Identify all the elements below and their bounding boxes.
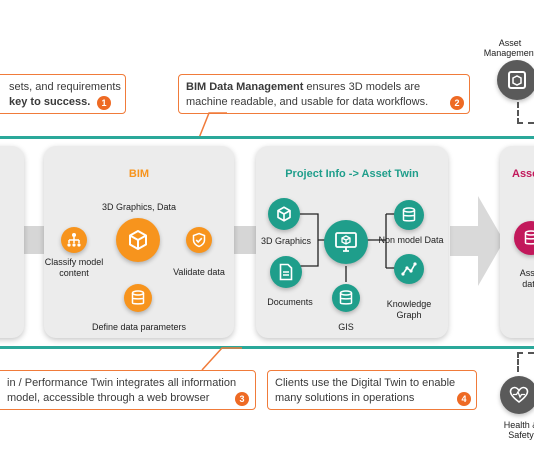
asset-panel: Asse Asset data <box>500 146 534 338</box>
graph-icon <box>394 254 424 284</box>
health-safety-line2: Safety <box>508 430 534 440</box>
label-knowledge-line1: Knowledge <box>386 299 432 309</box>
database-icon-nonmodel <box>394 200 424 230</box>
box-icon <box>497 60 534 100</box>
hierarchy-icon <box>61 227 87 253</box>
label-nonmodel-data: Non model Data <box>378 235 444 245</box>
top-teal-line <box>0 136 534 139</box>
project-panel: Project Info -> Asset Twin 3D Graphics D… <box>256 146 448 338</box>
database-icon-bim <box>124 284 152 312</box>
callout-2-number: 2 <box>450 96 464 110</box>
label-documents: Documents <box>267 297 313 307</box>
label-knowledge-graph: Knowledge Graph <box>378 299 440 321</box>
bim-left-label: Classify model content <box>44 257 104 279</box>
heart-pulse-icon <box>500 376 534 414</box>
bim-title: BIM <box>128 168 150 180</box>
bim-panel: BIM 3D Graphics, Data Classify model con… <box>44 146 234 338</box>
callout-1-line2: key to success. <box>9 96 91 108</box>
callout-2: BIM Data Management ensures 3D models ar… <box>178 74 470 114</box>
bottom-teal-line <box>0 346 534 349</box>
callout-3-line1: in / Performance Twin integrates all inf… <box>7 377 237 389</box>
flow-bar-2 <box>230 226 260 254</box>
bim-right-label: Validate data <box>173 267 225 277</box>
asset-panel-label-line1: Asset <box>519 268 534 278</box>
asset-management-label: Asset Management <box>480 38 534 58</box>
dashed-connector-top <box>517 102 534 124</box>
label-knowledge-line2: Graph <box>396 310 422 320</box>
callout-1: sets, and requirements key to success. 1 <box>0 74 126 114</box>
dashed-connector-bottom <box>517 352 534 372</box>
left-panel <box>0 146 24 338</box>
cube-icon <box>116 218 160 262</box>
label-3d-graphics: 3D Graphics <box>260 236 312 246</box>
callout-4-line1: Clients use the Digital Twin to enable <box>275 377 456 389</box>
bim-bottom-label: Define data parameters <box>91 322 187 332</box>
callout-4: Clients use the Digital Twin to enable m… <box>267 370 477 410</box>
asset-panel-label: Asset data <box>514 268 534 290</box>
callout-2-bold: BIM Data Management <box>186 81 304 93</box>
callout-4-number: 4 <box>457 392 471 406</box>
callout-3: in / Performance Twin integrates all inf… <box>0 370 256 410</box>
bim-center-label: 3D Graphics, Data <box>101 202 177 212</box>
callout-4-line2: many solutions in operations <box>275 392 415 404</box>
bim-left-label-line1: Classify model <box>44 257 104 267</box>
callout-1-number: 1 <box>97 96 111 110</box>
cube-icon-teal <box>268 198 300 230</box>
health-safety-label: Health & Safety <box>496 420 534 440</box>
bim-left-label-line2: content <box>59 268 89 278</box>
monitor-cube-icon <box>324 220 368 264</box>
callout-2-pointer <box>198 112 227 139</box>
database-icon-gis <box>332 284 360 312</box>
asset-management-line1: Asset <box>498 38 522 48</box>
project-title: Project Info -> Asset Twin <box>285 168 419 180</box>
callout-3-pointer <box>201 347 242 371</box>
project-connectors <box>300 213 396 282</box>
asset-panel-label-line2: data <box>522 279 534 289</box>
database-icon-asset <box>514 221 534 255</box>
asset-panel-title: Asse <box>512 168 534 180</box>
asset-management-line2: Management <box>483 48 534 58</box>
callout-2-line1: BIM Data Management ensures 3D models ar… <box>186 80 469 95</box>
flow-arrow <box>450 196 504 286</box>
callout-2-line2: machine readable, and usable for data wo… <box>186 96 429 108</box>
document-icon <box>270 256 302 288</box>
label-gis: GIS <box>338 322 354 332</box>
callout-2-rest: ensures 3D models are <box>303 81 421 93</box>
callout-3-line2: model, accessible through a web browser <box>7 392 210 404</box>
callout-3-number: 3 <box>235 392 249 406</box>
shield-check-icon <box>186 227 212 253</box>
health-safety-line1: Health & <box>503 420 534 430</box>
callout-1-line1: sets, and requirements <box>9 81 121 93</box>
